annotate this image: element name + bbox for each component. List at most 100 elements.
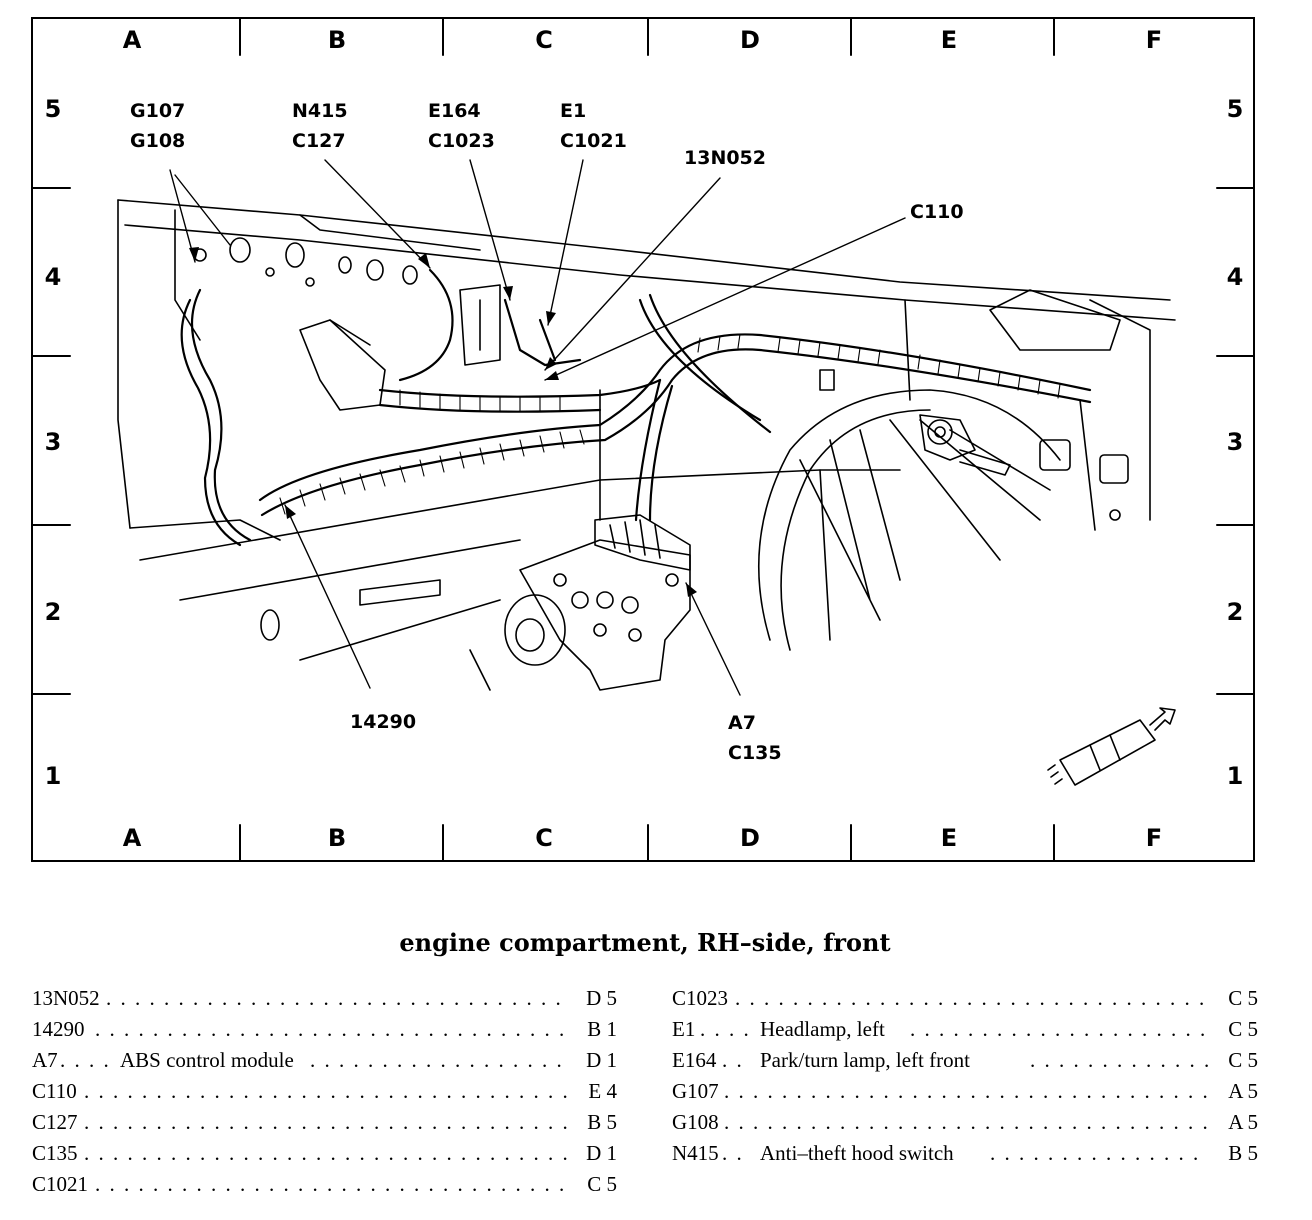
- index-row: N415. . . . . . . . Anti–theft hood switc…: [672, 1138, 1258, 1169]
- index-grid-location: C 5: [587, 1172, 617, 1196]
- abs-control-module: [504, 514, 691, 691]
- index-grid-location: A 5: [1228, 1079, 1258, 1103]
- index-leader-dots: . . . . . . . . . . . . . . . . . . . . …: [910, 1017, 1208, 1041]
- cooling-fan: [758, 369, 1061, 651]
- index-leader-dots: . . . . . . . . . . . . . . . . . . . . …: [310, 1048, 567, 1072]
- row-label-4-right: 4: [1226, 263, 1244, 291]
- index-leader-dots: . . . . . . . . . . . . . . . . . . . . …: [735, 986, 1208, 1010]
- row-label-3-left: 3: [44, 428, 62, 456]
- index-description: Park/turn lamp, left front: [760, 1048, 970, 1072]
- index-row: G108. . . . . . . . . . . . . . . . . . …: [672, 1107, 1258, 1138]
- index-leader-dots: . . . . . . . . . . . . . . . . . . . . …: [990, 1141, 1208, 1165]
- col-label-a-bottom: A: [122, 824, 142, 852]
- col-label-c-bottom: C: [535, 824, 553, 852]
- col-label-d-bottom: D: [740, 824, 760, 852]
- index-grid-location: B 1: [587, 1017, 617, 1041]
- index-code: 13N052: [32, 986, 100, 1010]
- callout-e164-c1023: E164 C1023: [428, 100, 495, 152]
- index-row: C1021. . . . . . . . . . . . . . . . . .…: [32, 1169, 617, 1200]
- index-code: E164: [672, 1048, 717, 1072]
- index-leader-dots: . . . . . . . . . . . . . . . . . . . . …: [724, 1079, 1208, 1103]
- index-code: N415: [672, 1141, 719, 1165]
- index-leader-dots: . . . . . . . .: [60, 1048, 112, 1072]
- index-leader-dots: . . . . . . . . . . . . . . . . . . . . …: [84, 1110, 567, 1134]
- index-grid-location: D 5: [586, 986, 617, 1010]
- callout-c110: C110: [910, 201, 964, 223]
- index-code: E1: [672, 1017, 696, 1041]
- col-label-f-top: F: [1145, 26, 1163, 54]
- body-panels: [117, 199, 1176, 691]
- index-description: Anti–theft hood switch: [760, 1141, 954, 1165]
- leader-arrowheads: [189, 247, 697, 597]
- index-code: C1021: [32, 1172, 89, 1196]
- index-row: E1. . . . . . . . Headlamp, left . . . . .…: [672, 1014, 1258, 1045]
- callout-14290: 14290: [350, 711, 417, 733]
- index-row: 13N052. . . . . . . . . . . . . . . . . …: [32, 983, 617, 1014]
- index-leader-dots: . . . . . . . . . . . . . . . . . . . . …: [724, 1110, 1208, 1134]
- index-row: C135. . . . . . . . . . . . . . . . . . …: [32, 1138, 617, 1169]
- row-label-2-left: 2: [44, 598, 62, 626]
- wiring-harness: [180, 268, 1092, 547]
- index-code: C110: [32, 1079, 77, 1103]
- index-row: 14290 . . . . . . . . . . . . . . . . . .…: [32, 1014, 617, 1045]
- index-leader-dots: . . . . . . . . . . . . . . . . . . . . …: [95, 1172, 567, 1196]
- hood-switch-sketch: [1047, 707, 1176, 786]
- col-label-a-top: A: [122, 26, 142, 54]
- index-leader-dots: . . . . . . . .: [722, 1141, 752, 1165]
- index-code: 14290: [32, 1017, 85, 1041]
- index-leader-dots: . . . . . . . . . . . . . . . . . . . . …: [1030, 1048, 1208, 1072]
- index-leader-dots: . . . . . . . . . . . . . . . . . . . . …: [84, 1141, 567, 1165]
- index-leader-dots: . . . . . . . .: [722, 1048, 752, 1072]
- index-row: A7. . . . . . . . ABS control module . . .…: [32, 1045, 617, 1076]
- index-grid-location: C 5: [1228, 986, 1258, 1010]
- index-description: ABS control module: [120, 1048, 294, 1072]
- index-grid-location: E 4: [588, 1079, 617, 1103]
- index-grid-location: D 1: [586, 1141, 617, 1165]
- index-code: C135: [32, 1141, 78, 1165]
- diagram-frame: [31, 17, 1255, 862]
- diagram-caption: engine compartment, RH–side, front: [399, 928, 891, 957]
- index-row: C127. . . . . . . . . . . . . . . . . . …: [32, 1107, 617, 1138]
- index-description: Headlamp, left: [760, 1017, 885, 1041]
- index-code: G107: [672, 1079, 719, 1103]
- index-row: C110 . . . . . . . . . . . . . . . . . . …: [32, 1076, 617, 1107]
- col-label-f-bottom: F: [1145, 824, 1163, 852]
- index-grid-location: B 5: [587, 1110, 617, 1134]
- index-row: G107. . . . . . . . . . . . . . . . . . …: [672, 1076, 1258, 1107]
- component-index-left: 13N052. . . . . . . . . . . . . . . . . …: [32, 983, 617, 1200]
- index-code: A7: [32, 1048, 58, 1072]
- index-leader-dots: . . . . . . . . . . . . . . . . . . . . …: [106, 986, 567, 1010]
- index-code: C127: [32, 1110, 78, 1134]
- callout-13n052: 13N052: [684, 147, 767, 169]
- col-label-e-bottom: E: [940, 824, 958, 852]
- index-leader-dots: . . . . . . . . . . . . . . . . . . . . …: [95, 1017, 567, 1041]
- row-label-3-right: 3: [1226, 428, 1244, 456]
- col-label-b-bottom: B: [327, 824, 347, 852]
- col-label-e-top: E: [940, 26, 958, 54]
- index-row: E164. . . . . . . . Park/turn lamp, left …: [672, 1045, 1258, 1076]
- col-label-d-top: D: [740, 26, 760, 54]
- row-label-1-left: 1: [44, 762, 62, 790]
- index-grid-location: C 5: [1228, 1017, 1258, 1041]
- index-grid-location: B 5: [1228, 1141, 1258, 1165]
- bracket-holes: [193, 237, 418, 287]
- callout-a7-c135: A7 C135: [728, 712, 782, 764]
- callout-e1-c1021: E1 C1021: [560, 100, 627, 152]
- index-leader-dots: . . . . . . . . . . . . . . . . . . . . …: [84, 1079, 567, 1103]
- callout-leaders: [169, 159, 906, 696]
- harness-convolute: [279, 333, 1061, 515]
- col-label-b-top: B: [327, 26, 347, 54]
- row-label-5-right: 5: [1226, 95, 1244, 123]
- relay-box: [299, 284, 501, 411]
- callout-g107-g108: G107 G108: [130, 100, 186, 152]
- index-code: C1023: [672, 986, 729, 1010]
- index-row: C1023. . . . . . . . . . . . . . . . . .…: [672, 983, 1258, 1014]
- index-grid-location: C 5: [1228, 1048, 1258, 1072]
- grid-lines: [32, 18, 1254, 861]
- index-leader-dots: . . . . . . . .: [700, 1017, 752, 1041]
- index-code: G108: [672, 1110, 719, 1134]
- row-label-4-left: 4: [44, 263, 62, 291]
- row-label-1-right: 1: [1226, 762, 1244, 790]
- callout-n415-c127: N415 C127: [292, 100, 348, 152]
